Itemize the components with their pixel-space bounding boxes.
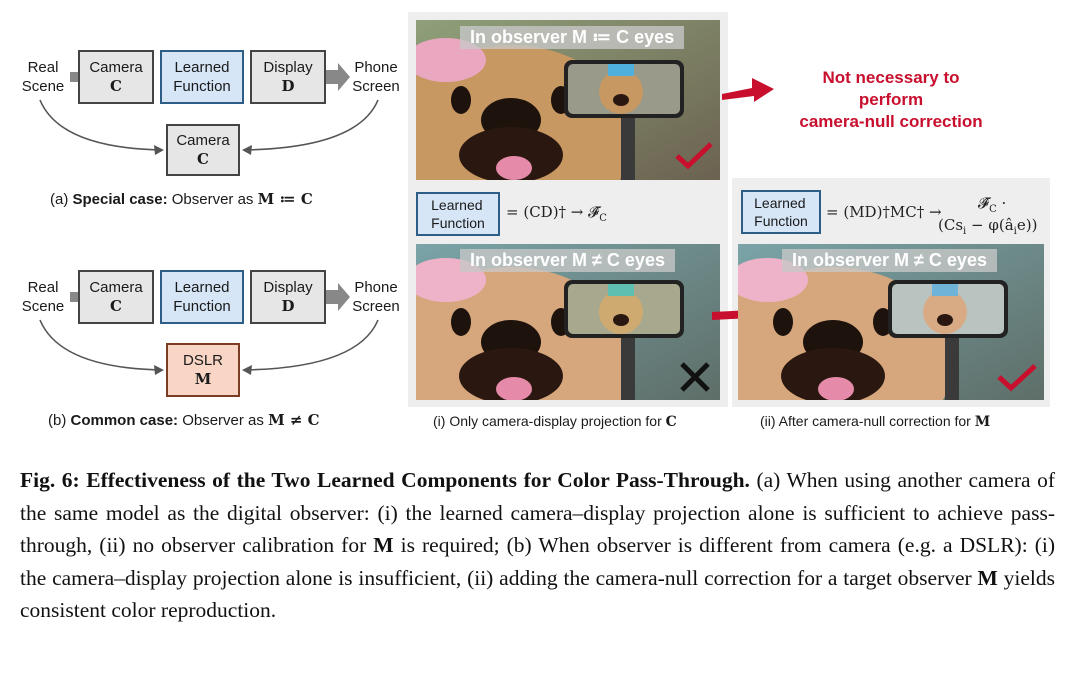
panel-b-caption-bold: Common case: bbox=[70, 412, 179, 429]
banner-bottom-left: In observer M ≠ C eyes bbox=[460, 249, 675, 272]
figure-caption-text3: yields consistent color reproduction. bbox=[20, 565, 1056, 623]
panel-a-arrows bbox=[39, 63, 379, 155]
eq-right-line2-i2: i bbox=[1013, 226, 1017, 237]
figure-caption-sym2: M bbox=[977, 565, 998, 590]
banner-bottom-right: In observer M ≠ C eyes bbox=[782, 249, 997, 272]
figure-caption-sym1: M bbox=[373, 533, 394, 557]
learned-function-box-a: Learned Function bbox=[160, 50, 244, 104]
display-box-a-sym: D bbox=[281, 77, 295, 95]
display-box-b: Display D bbox=[250, 270, 326, 324]
panel-a-caption: (a) Special case: Observer as M ≔ C bbox=[50, 190, 313, 208]
phone-screen-label-b: Phone Screen bbox=[352, 279, 400, 315]
panel-a-caption-math: M ≔ C bbox=[257, 190, 313, 208]
caption-ii: (ii) After camera-null correction for M bbox=[760, 413, 990, 430]
eq-left: = (CD)† → 𝓕̂C bbox=[506, 203, 607, 224]
learned-function-box-b: Learned Function bbox=[160, 270, 244, 324]
eq-right-dot: · bbox=[996, 194, 1007, 212]
caption-i: (i) Only camera-display projection for C bbox=[433, 413, 677, 430]
caption-ii-sym: M bbox=[974, 414, 991, 430]
eq-right-line2-a: (Cs bbox=[938, 216, 964, 234]
eq-right-f: 𝓕̂C · bbox=[978, 194, 1006, 215]
eq-right-line2: (Csi − φ(âie)) bbox=[938, 216, 1037, 237]
panel-b-caption-rest: Observer as bbox=[178, 412, 269, 429]
panel-b-caption-prefix: (b) bbox=[48, 412, 71, 429]
banner-top: In observer M ≔ C eyes bbox=[460, 26, 685, 49]
panel-b-caption: (b) Common case: Observer as M ≠ C bbox=[48, 411, 320, 429]
check-icon bbox=[997, 364, 1037, 392]
observer-box-b-label: DSLR bbox=[182, 352, 223, 369]
display-box-b-sym: D bbox=[281, 297, 295, 315]
eq-right-line2-b: − φ(â bbox=[966, 216, 1014, 234]
bear-photo-top bbox=[416, 20, 720, 180]
caption-ii-text: (ii) After camera-null correction for bbox=[760, 413, 975, 429]
display-box-a-label: Display bbox=[263, 59, 313, 76]
observer-box-a-label: Camera bbox=[176, 132, 230, 149]
real-scene-label-a: Real Scene bbox=[21, 59, 65, 95]
phone-screen-label-a: Phone Screen bbox=[352, 59, 400, 95]
observer-box-b: DSLR M bbox=[166, 343, 240, 397]
camera-box-b-label: Camera bbox=[89, 279, 143, 296]
eq-left-learned-function: Learned Function bbox=[416, 192, 500, 236]
camera-box-a-sym: C bbox=[110, 77, 122, 95]
camera-box-a: Camera C bbox=[78, 50, 154, 104]
panel-b-caption-math: M ≠ C bbox=[268, 411, 320, 429]
panel-a-caption-bold: Special case: bbox=[72, 191, 168, 208]
display-box-b-label: Display bbox=[263, 279, 313, 296]
eq-right-line2-i: i bbox=[963, 226, 967, 237]
camera-box-b: Camera C bbox=[78, 270, 154, 324]
eq-left-main: = (CD)† → 𝓕̂ bbox=[506, 203, 600, 221]
real-scene-label-b: Real Scene bbox=[21, 279, 65, 315]
camera-box-a-label: Camera bbox=[89, 59, 143, 76]
red-arrow-top bbox=[722, 78, 774, 102]
caption-i-text: (i) Only camera-display projection for bbox=[433, 413, 666, 429]
panel-a-caption-rest: Observer as bbox=[167, 191, 258, 208]
observer-box-a: Camera C bbox=[166, 124, 240, 176]
figure-caption-text2: is required; (b) When observer is differ… bbox=[20, 533, 1055, 590]
eq-right-f-main: 𝓕̂ bbox=[978, 194, 990, 212]
red-note: Not necessary to perform camera-null cor… bbox=[799, 68, 983, 131]
eq-right-f-sub: C bbox=[989, 204, 997, 215]
figure-caption: Fig. 6: Effectiveness of the Two Learned… bbox=[20, 464, 1055, 627]
eq-right-learned-function: Learned Function bbox=[741, 190, 821, 234]
figure-caption-label: Fig. 6: Effectiveness of the Two Learned… bbox=[20, 468, 750, 492]
panel-b-arrows bbox=[39, 283, 379, 375]
panel-a-caption-prefix: (a) bbox=[50, 191, 73, 208]
figure-caption-text: (a) When using another camera of the sam… bbox=[20, 468, 1055, 557]
eq-right-line1: = (MD)†MC† → bbox=[826, 203, 942, 221]
photo-same-observer bbox=[416, 20, 720, 180]
cross-icon bbox=[680, 362, 710, 392]
display-box-a: Display D bbox=[250, 50, 326, 104]
check-icon bbox=[675, 142, 713, 170]
eq-left-sub: C bbox=[599, 213, 607, 224]
observer-box-a-sym: C bbox=[197, 150, 209, 168]
caption-i-sym: C bbox=[665, 414, 677, 430]
eq-right-line2-c: e)) bbox=[1016, 216, 1038, 234]
camera-box-b-sym: C bbox=[110, 297, 122, 315]
observer-box-b-sym: M bbox=[194, 370, 212, 388]
